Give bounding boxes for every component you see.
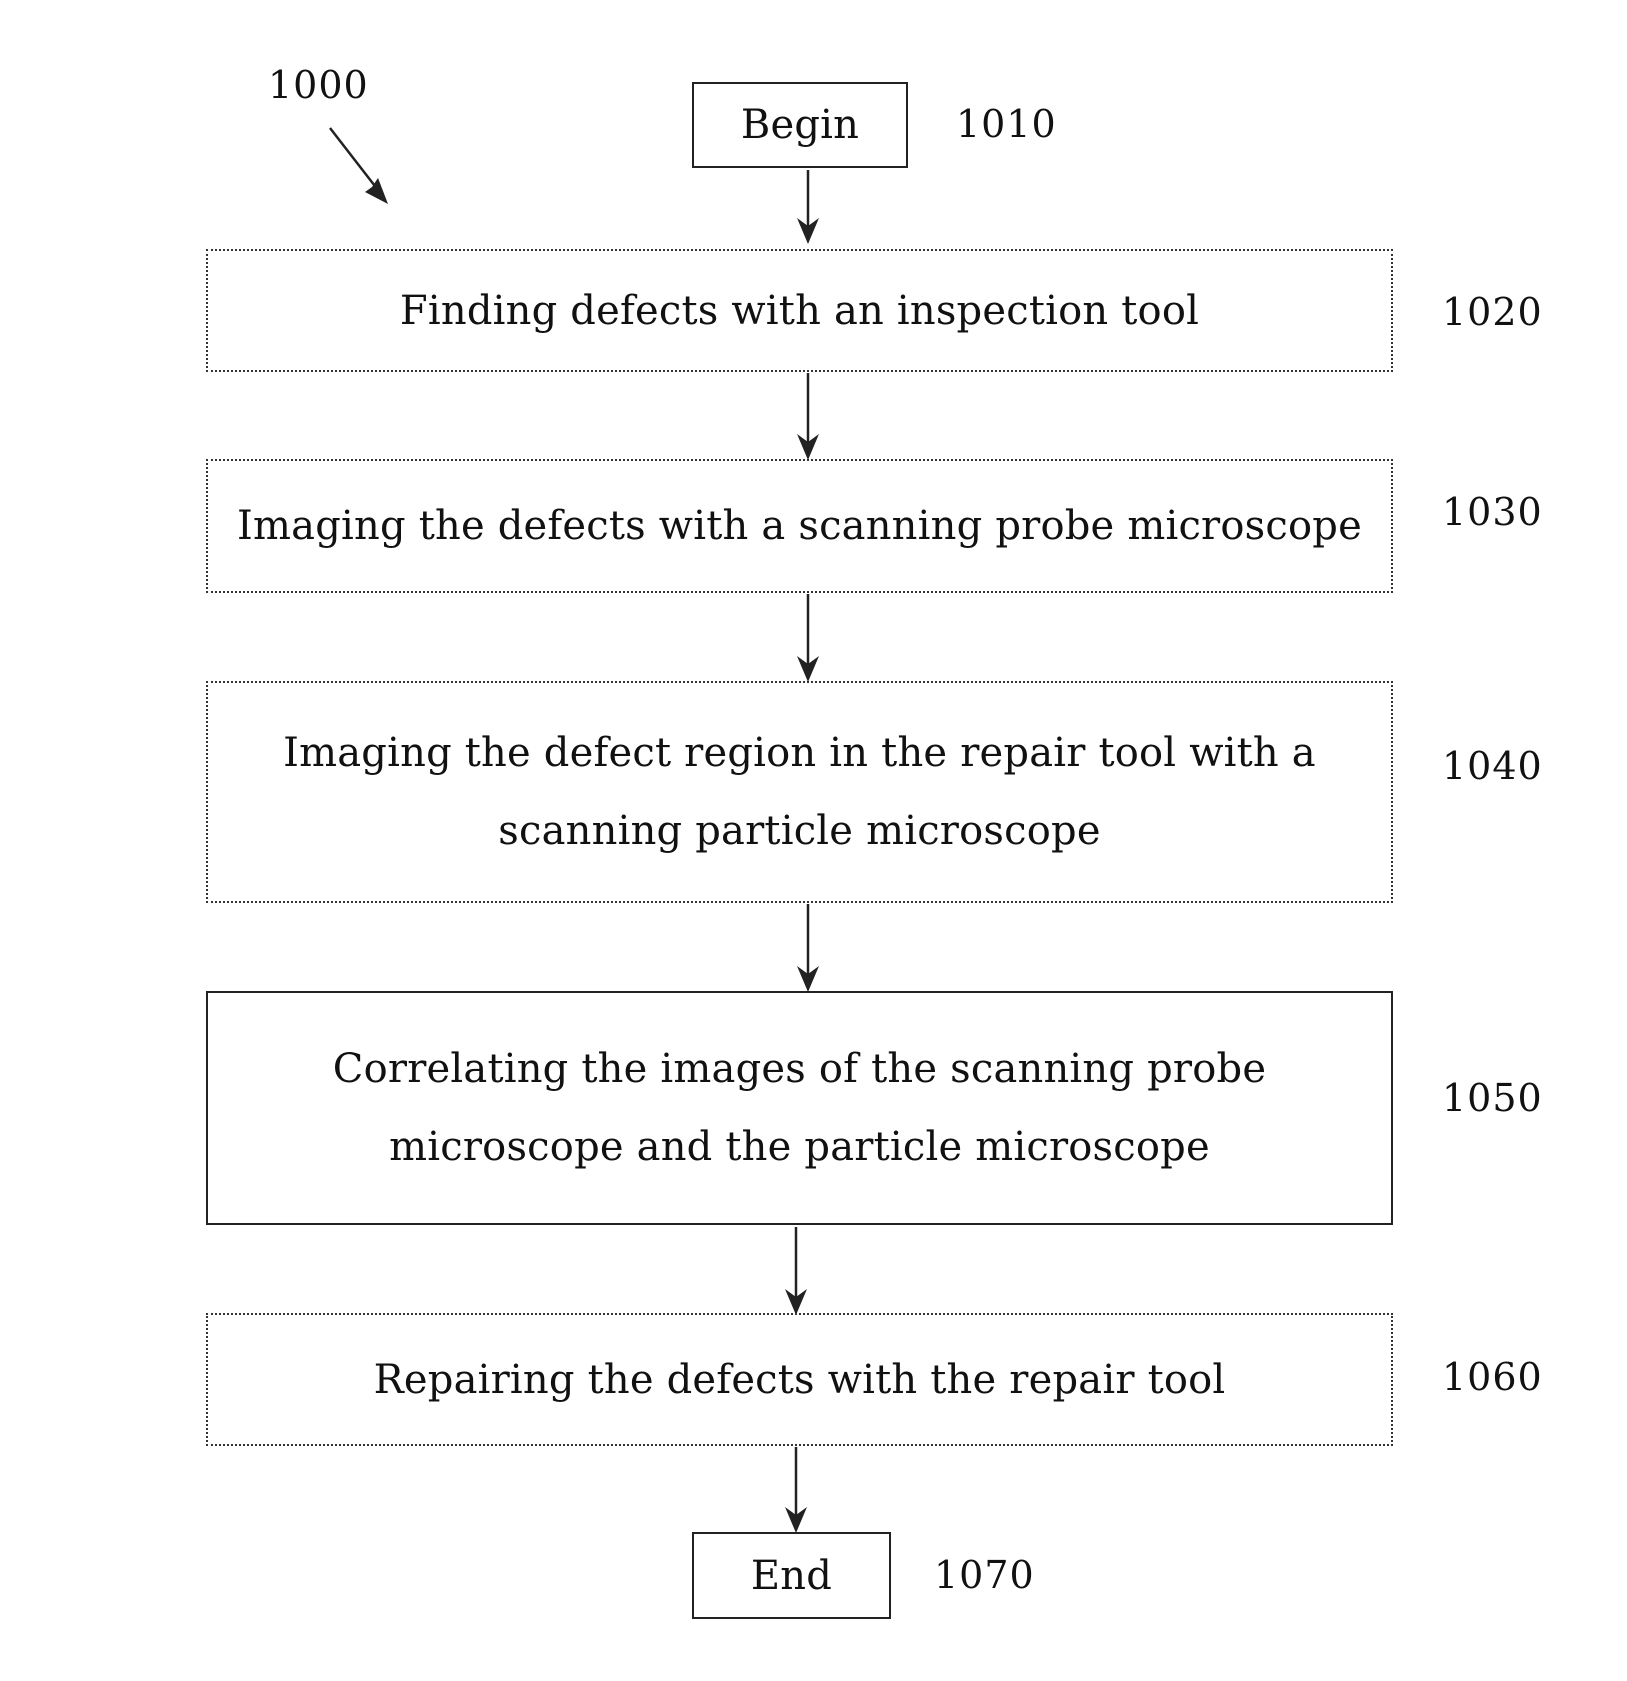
step-repairing-ref: 1060 (1442, 1355, 1543, 1399)
step-imaging-defect-region-ref: 1040 (1442, 744, 1543, 788)
step-correlating-text: Correlating the images of the scanning p… (245, 1030, 1355, 1186)
connector-repairing-to-end-arrowhead (785, 1507, 807, 1533)
connector-correlating-to-repairing-arrowhead (785, 1289, 807, 1315)
connector-finding-to-imaging-spm-arrowhead (797, 434, 819, 460)
step-imaging-defect-region-text: Imaging the defect region in the repair … (240, 714, 1360, 870)
step-begin-ref: 1010 (956, 102, 1057, 146)
figure-label: 1000 (268, 63, 369, 107)
step-repairing-box: Repairing the defects with the repair to… (206, 1313, 1393, 1446)
figure-label-pointer-arrow (330, 128, 378, 190)
figure-label-pointer-arrowhead (365, 178, 388, 204)
step-begin-box: Begin (692, 82, 908, 168)
step-imaging-spm-text: Imaging the defects with a scanning prob… (237, 487, 1362, 565)
step-finding-defects-text: Finding defects with an inspection tool (400, 272, 1199, 350)
step-end-text: End (751, 1537, 832, 1615)
step-imaging-defect-region-box: Imaging the defect region in the repair … (206, 681, 1393, 903)
step-end-ref: 1070 (934, 1553, 1035, 1597)
step-finding-defects-ref: 1020 (1442, 290, 1543, 334)
step-correlating-box: Correlating the images of the scanning p… (206, 991, 1393, 1225)
step-finding-defects-box: Finding defects with an inspection tool (206, 249, 1393, 372)
connector-imaging-defect-region-to-correlating-arrowhead (797, 966, 819, 992)
connector-imaging-spm-to-imaging-defect-region-arrowhead (797, 656, 819, 682)
step-imaging-spm-ref: 1030 (1442, 490, 1543, 534)
step-repairing-text: Repairing the defects with the repair to… (374, 1341, 1226, 1419)
step-begin-text: Begin (741, 86, 859, 164)
step-imaging-spm-box: Imaging the defects with a scanning prob… (206, 459, 1393, 593)
step-end-box: End (692, 1532, 891, 1619)
step-correlating-ref: 1050 (1442, 1076, 1543, 1120)
connector-begin-to-finding-arrowhead (797, 218, 819, 244)
